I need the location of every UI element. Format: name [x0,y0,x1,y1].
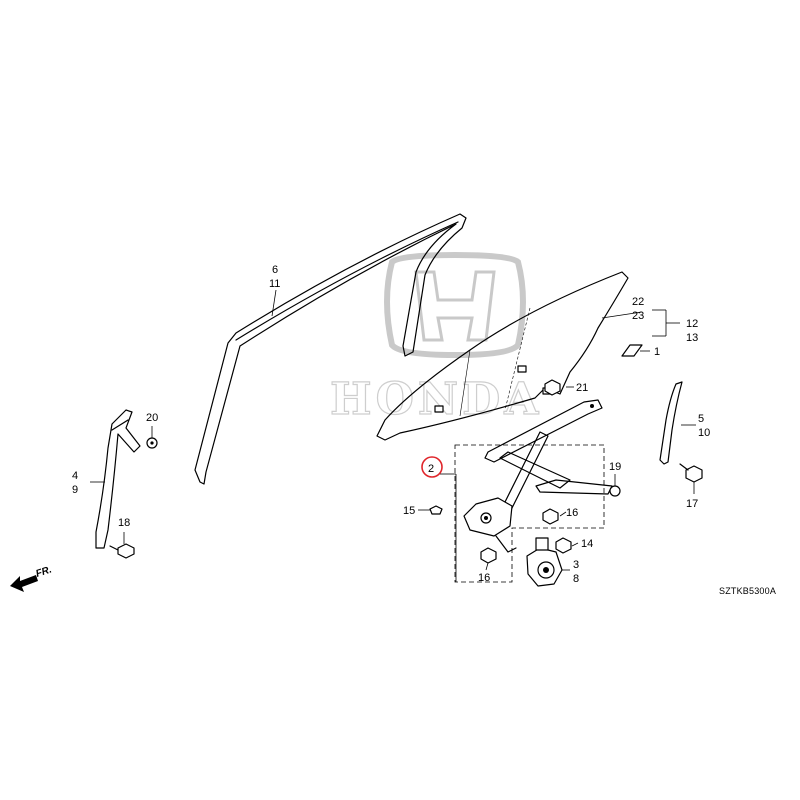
callouts: 1 2 3 4 5 6 8 9 10 11 12 13 14 15 16 16 … [72,264,710,585]
bolt-15 [429,505,443,515]
callout-1[interactable]: 1 [654,346,660,358]
callout-17[interactable]: 17 [686,498,698,510]
leader-lines [90,289,696,582]
nut-19 [609,485,621,497]
regulator-motor [526,537,563,587]
callout-18[interactable]: 18 [118,517,130,529]
callout-12[interactable]: 12 [686,318,698,330]
front-lower-channel [659,381,683,465]
callout-2[interactable]: 2 [428,463,434,475]
callout-23[interactable]: 23 [632,310,644,322]
window-regulator [463,399,613,553]
bolt-16-upper [542,508,559,525]
honda-watermark: HONDA [329,251,542,426]
bolt-14 [555,537,572,554]
regulator-assembly-boundary [454,444,605,583]
callout-13[interactable]: 13 [686,332,698,344]
front-direction-indicator: FR. [10,564,53,592]
front-arrow-label: FR. [35,564,54,579]
bolt-17 [679,463,703,483]
honda-wordmark: HONDA [330,374,542,425]
callout-5[interactable]: 5 [698,413,704,425]
front-arrow-icon [10,575,38,592]
glass-label-plate [621,344,643,357]
callout-15[interactable]: 15 [403,505,415,517]
callout-22[interactable]: 22 [632,296,644,308]
bolt-18 [109,543,135,559]
rear-lower-channel [95,409,141,549]
bolt-20 [146,437,158,449]
callout-20[interactable]: 20 [146,412,158,424]
callout-16-upper[interactable]: 16 [566,507,578,519]
bolt-16-lower [480,547,497,564]
callout-11[interactable]: 11 [269,278,280,290]
selected-part-highlight [421,456,443,478]
callout-10[interactable]: 10 [698,427,710,439]
callout-21[interactable]: 21 [576,382,588,394]
callout-19[interactable]: 19 [609,461,621,473]
bolt-21 [544,379,561,396]
callout-8[interactable]: 8 [573,573,579,585]
callout-9[interactable]: 9 [72,484,78,496]
callout-14[interactable]: 14 [581,538,593,550]
honda-h-logo [384,251,526,359]
callout-6[interactable]: 6 [272,264,278,276]
callout-16-lower[interactable]: 16 [478,572,490,584]
callout-3[interactable]: 3 [573,559,579,571]
drawing-code: SZTKB5300A [719,586,776,596]
callout-4[interactable]: 4 [72,470,78,482]
window-run-channel [194,213,467,485]
